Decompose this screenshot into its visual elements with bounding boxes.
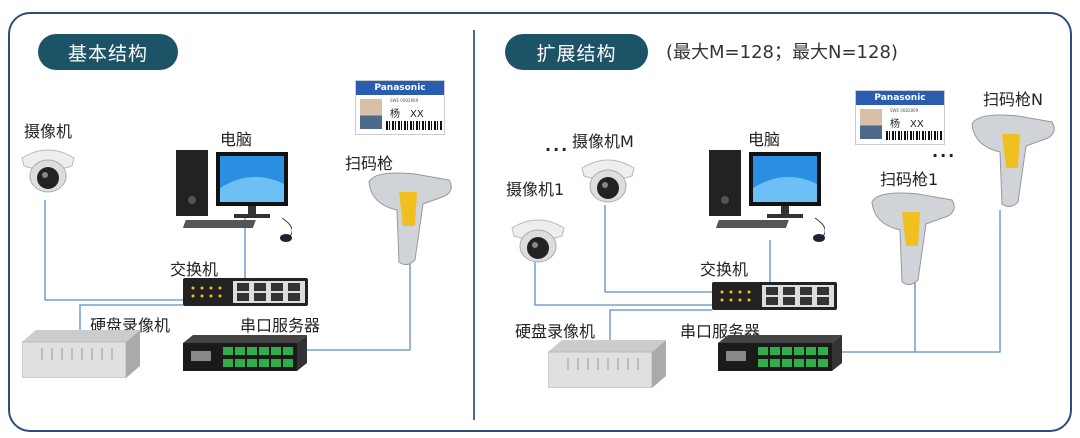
camera-1-label: 摄像机1 bbox=[506, 180, 565, 199]
scanner-n-label: 扫码枪N bbox=[983, 90, 1043, 109]
card-barcode bbox=[886, 131, 942, 140]
pc-label: 电脑 bbox=[748, 130, 781, 149]
nvr-label: 硬盘录像机 bbox=[515, 322, 596, 341]
camera-label: 摄像机 bbox=[24, 122, 73, 141]
computer-icon bbox=[705, 148, 826, 247]
line-camera1-switch bbox=[534, 262, 712, 306]
panel-divider bbox=[473, 30, 475, 420]
dome-camera-1-icon bbox=[508, 210, 568, 274]
scanner-1-label: 扫码枪1 bbox=[880, 170, 939, 189]
serial-server-icon bbox=[718, 335, 842, 375]
id-card: Panasonic SWE 0082809 杨 XX bbox=[855, 90, 945, 145]
card-name: 杨 XX bbox=[890, 119, 924, 130]
nvr-icon bbox=[21, 330, 140, 382]
switch-label: 交换机 bbox=[700, 260, 749, 279]
card-photo bbox=[360, 99, 382, 129]
line-cameram-switch bbox=[604, 205, 712, 293]
line-serial-scanner bbox=[305, 250, 411, 351]
extended-structure-limits: (最大M=128；最大N=128) bbox=[666, 42, 898, 63]
basic-structure-title: 基本结构 bbox=[38, 34, 178, 70]
dome-camera-icon bbox=[18, 140, 78, 204]
serial-server-icon bbox=[183, 335, 307, 375]
barcode-scanner-n-icon bbox=[968, 112, 1058, 216]
barcode-scanner-icon bbox=[365, 170, 455, 274]
line-camera-switch bbox=[44, 200, 183, 301]
card-number: SWE 0082809 bbox=[890, 108, 919, 113]
pc-label: 电脑 bbox=[220, 130, 253, 149]
barcode-scanner-1-icon bbox=[868, 190, 958, 294]
line-nvr-switch bbox=[79, 304, 183, 330]
card-number: SWE 0082809 bbox=[390, 98, 419, 103]
card-name: 杨 XX bbox=[390, 109, 424, 120]
serial-server-label: 串口服务器 bbox=[240, 316, 321, 335]
card-brand: Panasonic bbox=[356, 81, 444, 95]
dome-camera-m-icon bbox=[578, 150, 638, 214]
line-nvr2-switch bbox=[609, 309, 712, 340]
nvr-icon bbox=[547, 340, 666, 392]
camera-m-label: 摄像机M bbox=[572, 132, 634, 151]
card-brand: Panasonic bbox=[856, 91, 944, 105]
diagram-frame bbox=[8, 12, 1072, 432]
computer-icon bbox=[172, 148, 293, 247]
card-barcode bbox=[386, 121, 442, 130]
switch-label: 交换机 bbox=[170, 260, 219, 279]
line-serial-scanners bbox=[840, 210, 1001, 353]
ellipsis-dots-cameras: ··· bbox=[545, 140, 570, 159]
network-switch-icon bbox=[183, 278, 308, 310]
scanner-label: 扫码枪 bbox=[345, 154, 394, 173]
extended-structure-title: 扩展结构 bbox=[505, 34, 648, 70]
id-card: Panasonic SWE 0082809 杨 XX bbox=[355, 80, 445, 135]
card-photo bbox=[860, 109, 882, 139]
ellipsis-dots-scanners: ··· bbox=[932, 146, 957, 165]
network-switch-icon bbox=[712, 282, 837, 314]
